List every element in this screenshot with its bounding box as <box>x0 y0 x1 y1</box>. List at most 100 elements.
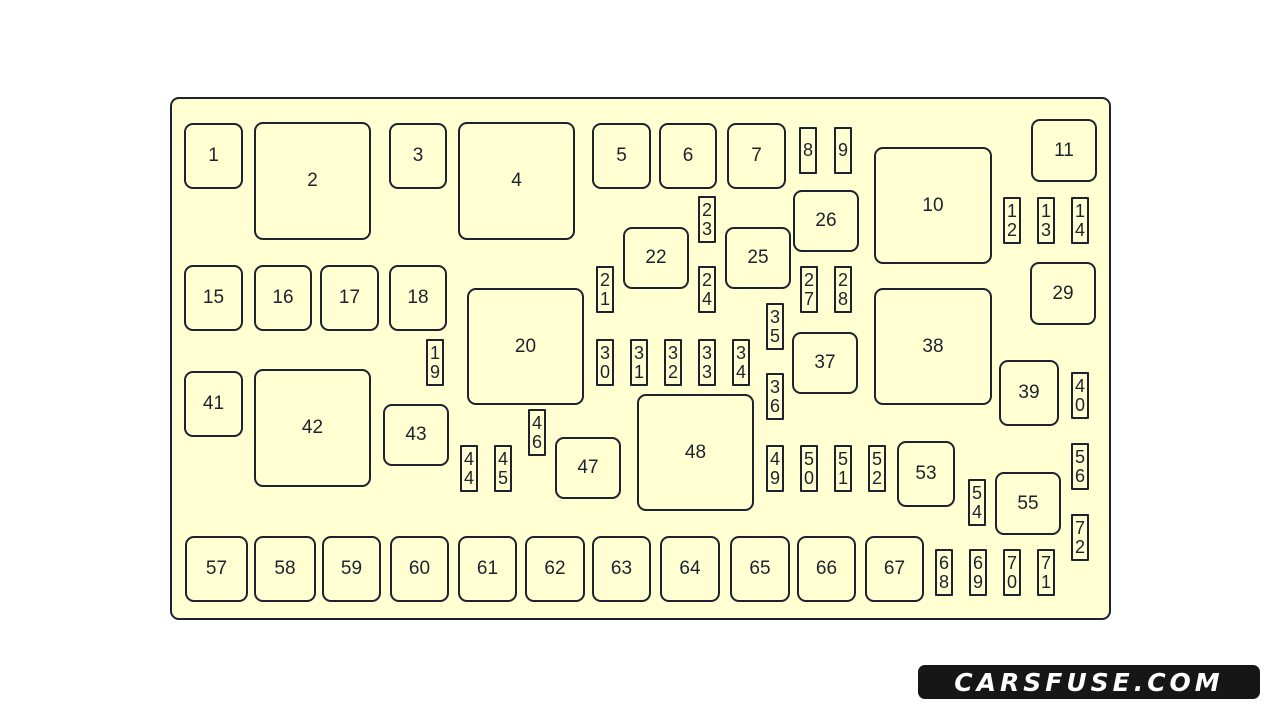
fuse-46: 46 <box>528 409 546 456</box>
fuse-30: 30 <box>596 339 614 386</box>
fuse-label: 38 <box>922 335 944 357</box>
fuse-28: 28 <box>834 266 852 313</box>
relay-55: 55 <box>995 472 1061 535</box>
fuse-label: 66 <box>815 558 838 579</box>
relay-2: 2 <box>254 122 371 240</box>
fuse-label: 56 <box>1074 446 1085 486</box>
fuse-label: 69 <box>972 552 983 592</box>
fuse-label: 70 <box>1006 552 1017 592</box>
fuse-label: 5 <box>616 145 627 166</box>
relay-22: 22 <box>623 227 689 289</box>
fuse-13: 13 <box>1037 197 1055 244</box>
fuse-label: 52 <box>871 448 882 488</box>
relay-26: 26 <box>793 190 859 252</box>
fuse-50: 50 <box>800 445 818 492</box>
fuse-label: 60 <box>408 558 431 579</box>
fuse-label: 11 <box>1054 139 1074 161</box>
relay-3: 3 <box>389 123 447 189</box>
relay-6: 6 <box>659 123 717 189</box>
relay-16: 16 <box>254 265 312 331</box>
relay-10: 10 <box>874 147 992 264</box>
fuse-label: 67 <box>883 558 906 579</box>
fuse-label: 62 <box>544 558 566 579</box>
fuse-9: 9 <box>834 127 852 174</box>
fuse-label: 36 <box>769 376 780 416</box>
relay-59: 59 <box>322 536 381 602</box>
fuse-label: 72 <box>1074 517 1085 557</box>
fuse-51: 51 <box>834 445 852 492</box>
fuse-34: 34 <box>732 339 750 386</box>
relay-39: 39 <box>999 360 1059 426</box>
fuse-label: 50 <box>803 448 814 488</box>
relay-48: 48 <box>637 394 754 511</box>
relay-64: 64 <box>660 536 720 602</box>
relay-17: 17 <box>320 265 379 331</box>
fuse-label: 37 <box>814 352 836 373</box>
fuse-label: 12 <box>1006 200 1017 240</box>
fuse-label: 28 <box>837 269 848 309</box>
relay-43: 43 <box>383 404 449 466</box>
fuse-label: 20 <box>514 335 537 357</box>
fuse-label: 23 <box>701 199 712 239</box>
fuse-23: 23 <box>698 196 716 243</box>
fuse-label: 49 <box>769 448 780 488</box>
fuse-label: 46 <box>531 412 542 452</box>
fuse-54: 54 <box>968 479 986 526</box>
fuse-44: 44 <box>460 445 478 492</box>
relay-1: 1 <box>184 123 243 189</box>
relay-20: 20 <box>467 288 584 405</box>
fuse-label: 51 <box>837 448 848 488</box>
fuse-label: 54 <box>971 482 982 522</box>
relay-5: 5 <box>592 123 651 189</box>
relay-66: 66 <box>797 536 856 602</box>
relay-62: 62 <box>525 536 585 602</box>
fuse-label: 63 <box>610 558 633 579</box>
fuse-label: 22 <box>645 247 667 268</box>
fuse-40: 40 <box>1071 372 1089 419</box>
fuse-label: 13 <box>1040 200 1051 240</box>
fuse-label: 71 <box>1040 552 1051 592</box>
fuse-49: 49 <box>766 445 784 492</box>
fuse-33: 33 <box>698 339 716 386</box>
fuse-label: 16 <box>272 287 294 308</box>
fuse-56: 56 <box>1071 443 1089 490</box>
relay-57: 57 <box>185 536 248 602</box>
relay-60: 60 <box>390 536 449 602</box>
relay-42: 42 <box>254 369 371 487</box>
relay-18: 18 <box>389 265 447 331</box>
fuse-label: 55 <box>1017 492 1039 514</box>
fuse-label: 42 <box>301 417 324 438</box>
fuse-label: 32 <box>667 342 678 382</box>
fuse-8: 8 <box>799 127 817 174</box>
fuse-70: 70 <box>1003 549 1021 596</box>
fuse-label: 48 <box>684 441 707 463</box>
fuse-label: 57 <box>205 558 228 579</box>
fuse-label: 40 <box>1074 375 1085 415</box>
fuse-14: 14 <box>1071 197 1089 244</box>
fuse-31: 31 <box>630 339 648 386</box>
relay-29: 29 <box>1030 262 1096 325</box>
fuse-label: 43 <box>405 424 427 445</box>
fuse-label: 26 <box>815 210 837 231</box>
relay-63: 63 <box>592 536 651 602</box>
fuse-label: 41 <box>202 393 225 414</box>
fuse-label: 65 <box>749 558 771 579</box>
fuse-label: 61 <box>476 558 499 579</box>
fuse-35: 35 <box>766 303 784 350</box>
fuse-label: 53 <box>915 463 937 484</box>
relay-47: 47 <box>555 437 621 499</box>
fuse-label: 2 <box>307 170 318 191</box>
relay-4: 4 <box>458 122 575 240</box>
fuse-label: 27 <box>803 269 814 309</box>
fuse-21: 21 <box>596 266 614 313</box>
fuse-72: 72 <box>1071 514 1089 561</box>
relay-65: 65 <box>730 536 790 602</box>
fuse-label: 14 <box>1074 200 1085 240</box>
fuse-label: 68 <box>938 552 949 592</box>
relay-67: 67 <box>865 536 924 602</box>
fuse-19: 19 <box>426 339 444 386</box>
relay-38: 38 <box>874 288 992 405</box>
relay-15: 15 <box>184 265 243 331</box>
fuse-label: 24 <box>701 269 712 309</box>
fuse-label: 17 <box>338 287 361 308</box>
